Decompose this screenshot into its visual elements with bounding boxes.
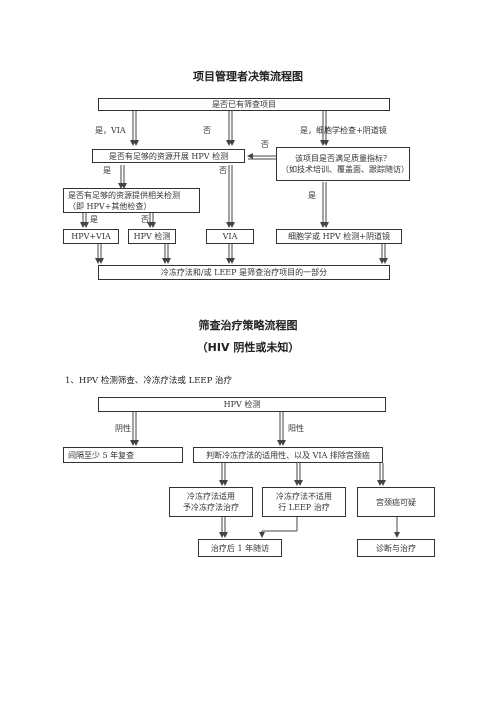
box-followup: 治疗后 1 年随访 xyxy=(198,539,282,557)
label-no-center: 否 xyxy=(219,166,227,175)
box-hpv: HPV 检测 xyxy=(98,397,386,412)
label-no-small: 否 xyxy=(141,215,149,224)
box-quality-line1: 该项目是否满足质量指标？ xyxy=(295,154,391,163)
chart1-title: 项目管理者决策流程图 xyxy=(193,70,303,83)
box-cyto-hpv: 细胞学或 HPV 检测+阴道镜 xyxy=(276,229,402,244)
box-cryo-ok: 冷冻疗法适用 予冷冻疗法治疗 xyxy=(169,487,253,517)
box-quality: 该项目是否满足质量指标？ （如技术培训、覆盖面、跟踪随访） xyxy=(276,147,410,181)
label-no-mid: 否 xyxy=(261,140,269,149)
section-heading: 1、HPV 检测筛查、冷冻疗法或 LEEP 治疗 xyxy=(65,376,233,386)
box-related-line2: （即 HPV+其他检查） xyxy=(68,201,152,211)
box-cryo-ok-line1: 冷冻疗法适用 xyxy=(187,492,235,501)
box-recheck: 间隔至少 5 年复查 xyxy=(63,447,183,463)
box-related-line1: 是否有足够的资源提供相关检测 xyxy=(68,190,180,200)
box-suspect: 宫颈癌可疑 xyxy=(357,487,435,517)
box-hpv-via: HPV+VIA xyxy=(63,229,119,244)
box-cryo-ok-line2: 予冷冻疗法治疗 xyxy=(183,503,239,512)
box-hpv-resources: 是否有足够的资源开展 HPV 检测 xyxy=(92,149,245,163)
box-cryo-no-line2: 行 LEEP 治疗 xyxy=(278,503,330,512)
chart2-subtitle: （HIV 阴性或未知） xyxy=(196,341,300,354)
label-yes-small: 是 xyxy=(90,215,98,224)
label-no-top: 否 xyxy=(203,126,211,135)
box-diagnosis: 诊断与治疗 xyxy=(357,539,435,557)
label-negative: 阴性 xyxy=(115,424,131,433)
box-hpv-test: HPV 检测 xyxy=(128,229,176,244)
chart2-title: 筛查治疗策略流程图 xyxy=(198,319,298,332)
label-yes-via: 是，VIA xyxy=(95,126,126,135)
box-cryo-no-line1: 冷冻疗法不适用 xyxy=(276,492,332,501)
label-positive: 阳性 xyxy=(288,424,304,433)
label-yes-right: 是 xyxy=(308,191,316,200)
box-judge: 判断冷冻疗法的适用性、以及 VIA 排除宫颈癌 xyxy=(193,447,383,463)
label-yes-left: 是 xyxy=(103,166,111,175)
box-quality-line2: （如技术培训、覆盖面、跟踪随访） xyxy=(281,165,409,174)
box-related: 是否有足够的资源提供相关检测 （即 HPV+其他检查） xyxy=(63,188,200,213)
box-via: VIA xyxy=(206,229,254,244)
box-treatment: 冷冻疗法和/或 LEEP 是筛查治疗项目的一部分 xyxy=(98,265,390,280)
box-cryo-no: 冷冻疗法不适用 行 LEEP 治疗 xyxy=(262,487,346,517)
label-yes-cyto: 是，细胞学检查+阴道镜 xyxy=(300,126,387,135)
box-has-screening: 是否已有筛查项目 xyxy=(98,98,390,111)
